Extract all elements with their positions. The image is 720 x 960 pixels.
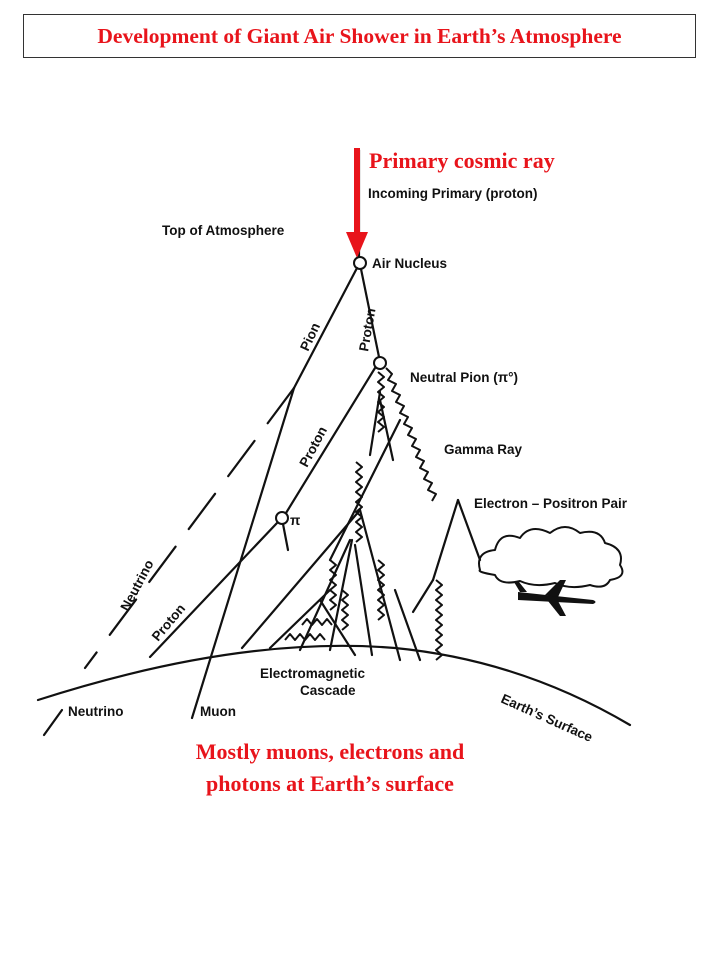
airplane-icon xyxy=(514,580,596,616)
pion-label: Pion xyxy=(297,320,323,353)
em-line-a xyxy=(368,390,382,457)
em-cascade-label-2: Cascade xyxy=(300,683,356,698)
gamma-ray-wave-low3 xyxy=(329,559,337,611)
em-cascade-label-1: Electromagnetic xyxy=(260,666,366,681)
neutrino-track-end xyxy=(42,708,64,737)
proton-track-upper xyxy=(359,267,381,359)
neutral-pion-vertex xyxy=(373,356,387,370)
neutral-pion-label: Neutral Pion (π°) xyxy=(410,370,518,385)
em-line-f xyxy=(411,578,435,614)
em-line-h xyxy=(358,508,402,662)
em-line-n xyxy=(268,588,332,650)
page-title: Development of Giant Air Shower in Earth… xyxy=(23,14,696,58)
gamma-ray-wave-low4 xyxy=(341,589,349,631)
proton-track-lower xyxy=(148,521,279,659)
em-line-j xyxy=(328,538,354,652)
proton-track-mid xyxy=(284,366,377,515)
neutrino-track-dashed xyxy=(83,386,296,670)
gamma-ray-wave-low1 xyxy=(435,579,443,661)
em-line-b xyxy=(378,398,395,462)
gamma-ray-wave-h2 xyxy=(301,618,333,626)
em-line-c xyxy=(328,418,402,562)
gamma-ray-wave-center xyxy=(355,461,363,543)
pion-stub xyxy=(281,522,290,552)
em-line-e xyxy=(456,498,482,562)
top-atmosphere-label: Top of Atmosphere xyxy=(162,223,285,238)
neutrino-diagonal-label: Neutrino xyxy=(117,557,156,613)
em-line-k xyxy=(353,543,374,657)
incoming-primary-label: Incoming Primary (proton) xyxy=(368,186,538,201)
muon-track xyxy=(190,386,296,720)
gamma-ray-wave-low2 xyxy=(377,559,385,621)
primary-arrow-head xyxy=(346,232,368,258)
neutrino-ground-label: Neutrino xyxy=(68,704,124,719)
em-line-m xyxy=(318,598,357,657)
em-line-l xyxy=(393,588,422,662)
gamma-ray-wave-main xyxy=(385,367,437,502)
air-nucleus-vertex xyxy=(353,256,367,270)
earth-surface-curve xyxy=(36,644,632,727)
pi-label: π xyxy=(290,513,300,528)
cloud-icon xyxy=(478,526,624,589)
muon-label: Muon xyxy=(200,704,236,719)
surface-particles-caption: Mostly muons, electrons and photons at E… xyxy=(195,739,465,796)
pion-track xyxy=(292,266,359,390)
gamma-ray-label: Gamma Ray xyxy=(444,442,523,457)
electron-positron-pair-label: Electron – Positron Pair xyxy=(474,496,628,511)
primary-cosmic-ray-caption: Primary cosmic ray xyxy=(369,148,555,173)
em-line-g xyxy=(240,508,362,650)
air-nucleus-label: Air Nucleus xyxy=(372,256,447,271)
proton-mid-label: Proton xyxy=(296,424,330,469)
em-line-d xyxy=(431,498,460,582)
proton-upper-label: Proton xyxy=(356,307,378,352)
